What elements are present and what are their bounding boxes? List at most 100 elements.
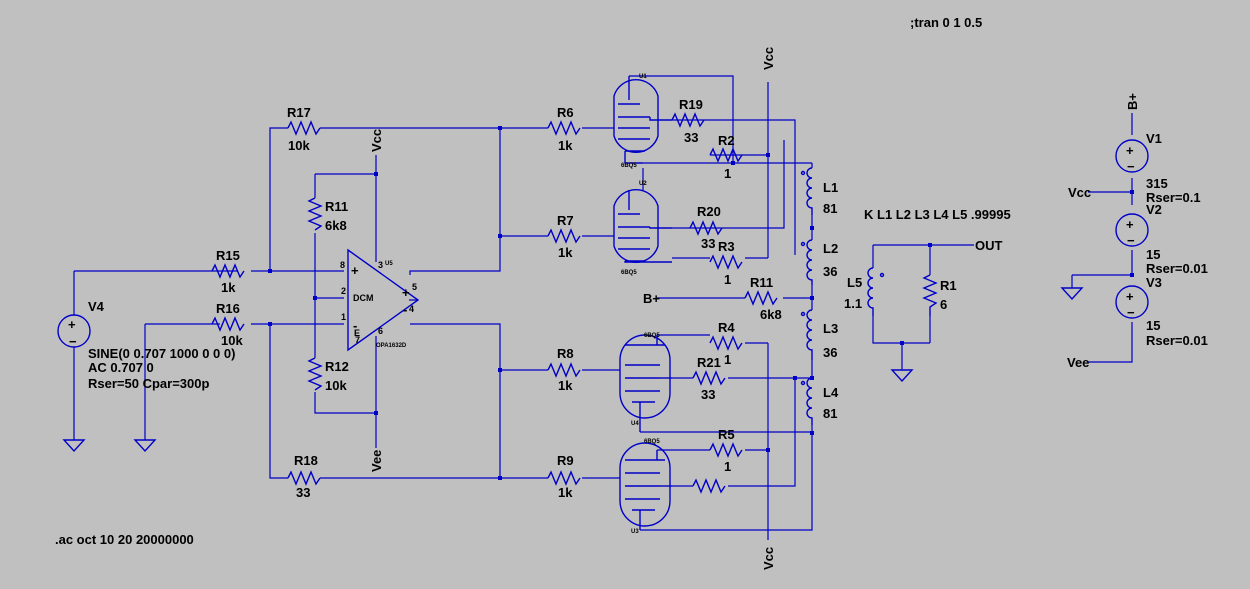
resistor-r10[interactable]: R11 6k8 bbox=[744, 275, 782, 322]
source-v3[interactable]: + − V3 15 Rser=0.01 bbox=[1115, 275, 1208, 348]
r19-ref: R20 bbox=[697, 204, 721, 219]
r20-ref: R21 bbox=[697, 355, 721, 370]
opamp-minus-in: - bbox=[353, 318, 357, 333]
v4-ref: V4 bbox=[88, 299, 105, 314]
v4-plus-symbol: + bbox=[68, 317, 76, 332]
opamp-pin-8: 8 bbox=[340, 260, 345, 270]
r6-ref: R6 bbox=[557, 105, 574, 120]
r3-value: 1 bbox=[724, 272, 731, 287]
r6-value: 1k bbox=[558, 138, 573, 153]
v1-value: 315 bbox=[1146, 176, 1168, 191]
tube-u2[interactable]: U2 6BQ5 bbox=[613, 181, 672, 276]
opamp-e-label: E bbox=[354, 328, 360, 338]
l4-ref: L4 bbox=[823, 385, 839, 400]
r12-ref: R12 bbox=[325, 359, 349, 374]
r17-value: 33 bbox=[296, 485, 310, 500]
source-v2[interactable]: + − V2 15 Rser=0.01 bbox=[1115, 202, 1208, 276]
inductor-l2[interactable]: L2 36 bbox=[800, 239, 839, 285]
net-vcc-opamp: Vcc bbox=[369, 129, 384, 152]
r7-value: 1k bbox=[558, 245, 573, 260]
resistor-r7[interactable]: R7 1k bbox=[547, 213, 581, 260]
v3-ref: V3 bbox=[1146, 275, 1162, 290]
v3-value: 15 bbox=[1146, 318, 1160, 333]
tube-u3-model: 6BQ5 bbox=[644, 439, 660, 445]
r12-value: 10k bbox=[325, 378, 347, 393]
l4-value: 81 bbox=[823, 406, 837, 421]
net-vcc-v2: Vcc bbox=[1068, 185, 1091, 200]
r1-ref: R1 bbox=[940, 278, 957, 293]
r17-ref: R18 bbox=[294, 453, 318, 468]
resistor-r18[interactable]: R19 33 bbox=[671, 97, 705, 145]
resistor-r2[interactable]: R2 1 bbox=[709, 133, 743, 181]
resistor-r15[interactable]: R16 10k bbox=[211, 301, 245, 348]
opamp-out-minus: - bbox=[403, 302, 407, 317]
inductor-l5[interactable]: L5 1.1 bbox=[844, 267, 885, 316]
resistor-r9[interactable]: R9 1k bbox=[547, 453, 581, 500]
tube-u3[interactable]: 6BQ5 U3 bbox=[619, 439, 672, 535]
r5-ref: R5 bbox=[718, 427, 735, 442]
resistor-r19[interactable]: R20 33 bbox=[689, 204, 723, 251]
resistor-r5[interactable]: R5 1 bbox=[709, 427, 743, 474]
opamp-out-plus: + bbox=[402, 285, 410, 300]
opamp-plus-in: + bbox=[351, 263, 359, 278]
tube-u1-model: 6BQ5 bbox=[621, 163, 637, 169]
inductor-l3[interactable]: L3 36 bbox=[800, 309, 839, 360]
tube-u3-ref: U3 bbox=[631, 529, 639, 535]
resistor-r17[interactable]: R18 33 bbox=[287, 453, 321, 500]
directive-ac: .ac oct 10 20 20000000 bbox=[55, 532, 194, 547]
l2-value: 36 bbox=[823, 264, 837, 279]
v1-extra: Rser=0.1 bbox=[1146, 190, 1201, 205]
v3-extra: Rser=0.01 bbox=[1146, 333, 1208, 348]
opamp-u5[interactable]: + - 8 2 1 3 6 5 4 7 DCM E + - U5 OPA1632… bbox=[340, 248, 420, 352]
v1-plus-symbol: + bbox=[1126, 143, 1134, 158]
net-bplus-r10: B+ bbox=[643, 291, 660, 306]
opamp-model: OPA1632D bbox=[376, 343, 407, 349]
r18-value: 33 bbox=[684, 130, 698, 145]
r4-value: 1 bbox=[724, 352, 731, 367]
r1-value: 6 bbox=[940, 297, 947, 312]
r8-value: 1k bbox=[558, 378, 573, 393]
resistor-r16[interactable]: R17 10k bbox=[287, 105, 321, 153]
r5-value: 1 bbox=[724, 459, 731, 474]
inductor-l4[interactable]: L4 81 bbox=[800, 377, 839, 425]
source-v4[interactable]: + − V4 SINE(0 0.707 1000 0 0 0) AC 0.707… bbox=[57, 299, 235, 391]
l3-value: 36 bbox=[823, 345, 837, 360]
resistor-r4[interactable]: R4 1 bbox=[709, 320, 743, 367]
inductor-l1[interactable]: L1 81 bbox=[800, 167, 839, 216]
net-labels: Vcc Vee Vcc Vcc B+ OUT B+ Vcc Vee bbox=[369, 47, 1140, 570]
r10-value: 6k8 bbox=[760, 307, 782, 322]
r16-ref: R17 bbox=[287, 105, 311, 120]
net-vee-opamp: Vee bbox=[369, 450, 384, 472]
tube-u1[interactable]: U1 6BQ5 bbox=[613, 74, 672, 169]
v3-plus-symbol: + bbox=[1126, 289, 1134, 304]
r3-ref: R3 bbox=[718, 239, 735, 254]
opamp-pin-2: 2 bbox=[341, 286, 346, 296]
l5-value: 1.1 bbox=[844, 296, 862, 311]
r10-ref: R11 bbox=[750, 275, 773, 290]
r8-ref: R8 bbox=[557, 346, 574, 361]
v2-minus-symbol: − bbox=[1127, 233, 1135, 248]
tube-u2-ref: U2 bbox=[639, 181, 647, 187]
net-vcc-top: Vcc bbox=[761, 47, 776, 70]
spice-directives: ;tran 0 1 0.5 K L1 L2 L3 L4 L5 .99995 .a… bbox=[55, 15, 1011, 547]
r9-value: 1k bbox=[558, 485, 573, 500]
resistor-r21[interactable] bbox=[692, 478, 726, 494]
resistor-r11[interactable]: R11 6k8 bbox=[307, 197, 348, 233]
l3-ref: L3 bbox=[823, 321, 838, 336]
v3-minus-symbol: − bbox=[1127, 305, 1135, 320]
source-v1[interactable]: + − V1 315 Rser=0.1 bbox=[1115, 131, 1201, 205]
v4-line2: AC 0.707 0 bbox=[88, 360, 154, 375]
resistor-r6[interactable]: R6 1k bbox=[547, 105, 581, 153]
resistor-r14[interactable]: R15 1k bbox=[211, 248, 245, 295]
resistor-r20[interactable]: R21 33 bbox=[692, 355, 726, 402]
tube-u4[interactable]: 6BQ5 U4 bbox=[619, 333, 672, 432]
resistor-r1[interactable]: R1 6 bbox=[922, 274, 957, 316]
resistor-r8[interactable]: R8 1k bbox=[547, 346, 581, 393]
resistor-r12[interactable]: R12 10k bbox=[307, 357, 349, 393]
tube-u1-ref: U1 bbox=[639, 74, 647, 80]
ground-symbols bbox=[62, 287, 1084, 453]
r14-value: 1k bbox=[221, 280, 236, 295]
resistor-r3[interactable]: R3 1 bbox=[709, 239, 743, 287]
opamp-pin-3: 3 bbox=[378, 260, 383, 270]
